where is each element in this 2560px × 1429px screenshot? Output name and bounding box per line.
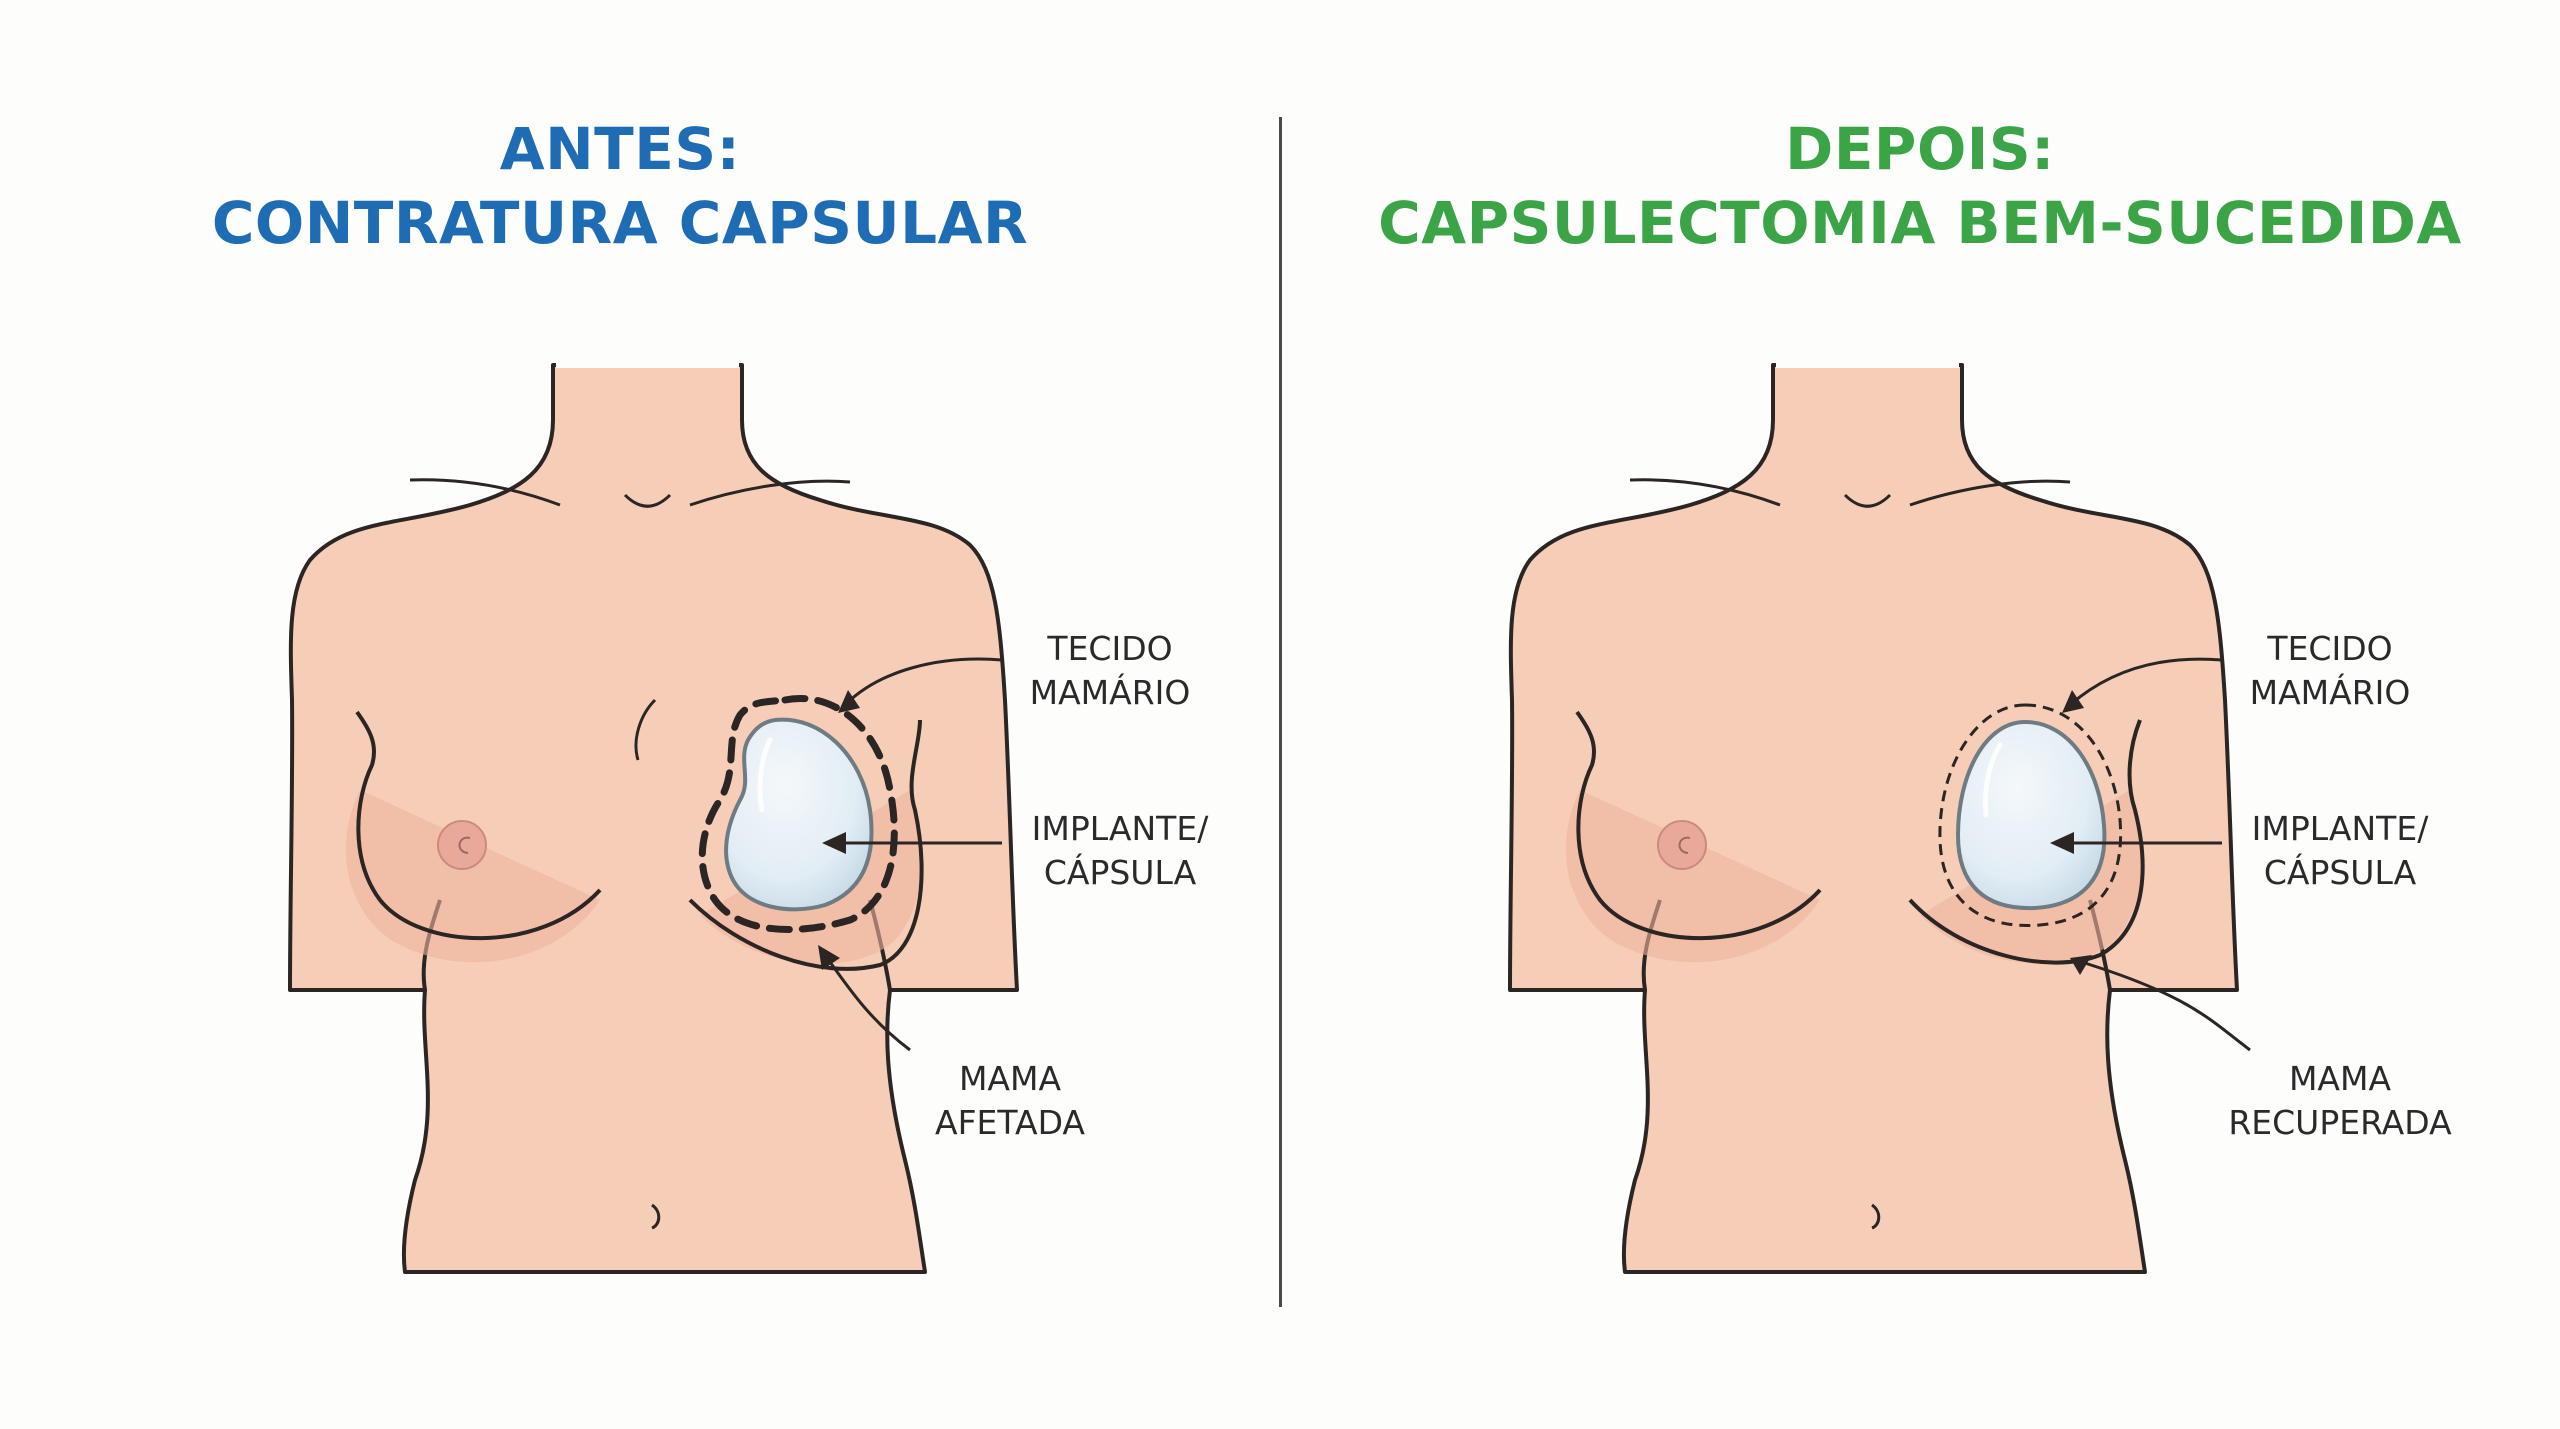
arrow-tissue (2069, 657, 2223, 707)
torso-body (1508, 363, 2239, 1274)
arrow-breast (823, 954, 911, 1052)
torso-body (288, 363, 1019, 1274)
label-line: MAMA (2288, 1059, 2392, 1098)
before-label-tissue: TECIDO MAMÁRIO (1000, 627, 1220, 715)
label-line: AFETADA (935, 1103, 1085, 1142)
label-line: MAMÁRIO (2249, 673, 2411, 712)
after-label-implant: IMPLANTE/ CÁPSULA (2220, 807, 2460, 895)
after-panel: TECIDO MAMÁRIO IMPLANTE/ CÁPSULA MAMA RE… (1220, 0, 2500, 1429)
label-line: MAMÁRIO (1029, 673, 1191, 712)
before-title-line1: ANTES: (499, 115, 741, 183)
before-title: ANTES: CONTRATURA CAPSULAR (150, 112, 1090, 260)
before-label-breast: MAMA AFETADA (900, 1057, 1120, 1145)
capsule-outline-thin-dashed (1938, 703, 2123, 928)
label-line: TECIDO (2267, 629, 2393, 668)
after-title: DEPOIS: CAPSULECTOMIA BEM-SUCEDIDA (1330, 112, 2510, 260)
after-label-tissue: TECIDO MAMÁRIO (2220, 627, 2440, 715)
before-label-implant: IMPLANTE/ CÁPSULA (1000, 807, 1240, 895)
label-line: IMPLANTE/ (2251, 809, 2429, 848)
label-line: IMPLANTE/ (1031, 809, 1209, 848)
capsule-outline-thick-dashed (698, 695, 898, 934)
arrow-breast (2074, 958, 2251, 1052)
before-panel: TECIDO MAMÁRIO IMPLANTE/ CÁPSULA MAMA AF… (288, 363, 1240, 1274)
after-title-line2: CAPSULECTOMIA BEM-SUCEDIDA (1378, 189, 2462, 257)
arrow-tissue (843, 657, 1003, 707)
implant-shape (1955, 719, 2107, 911)
label-line: RECUPERADA (2228, 1103, 2452, 1142)
label-line: TECIDO (1047, 629, 1173, 668)
label-line: CÁPSULA (2263, 853, 2417, 892)
after-label-breast: MAMA RECUPERADA (2210, 1057, 2470, 1145)
before-title-line2: CONTRATURA CAPSULAR (211, 189, 1029, 257)
panel-divider (1279, 117, 1282, 1307)
label-line: CÁPSULA (1043, 853, 1197, 892)
after-title-line1: DEPOIS: (1785, 115, 2055, 183)
after-torso-illustration (1508, 360, 2251, 1274)
before-torso-illustration (288, 363, 1019, 1274)
label-line: MAMA (958, 1059, 1062, 1098)
